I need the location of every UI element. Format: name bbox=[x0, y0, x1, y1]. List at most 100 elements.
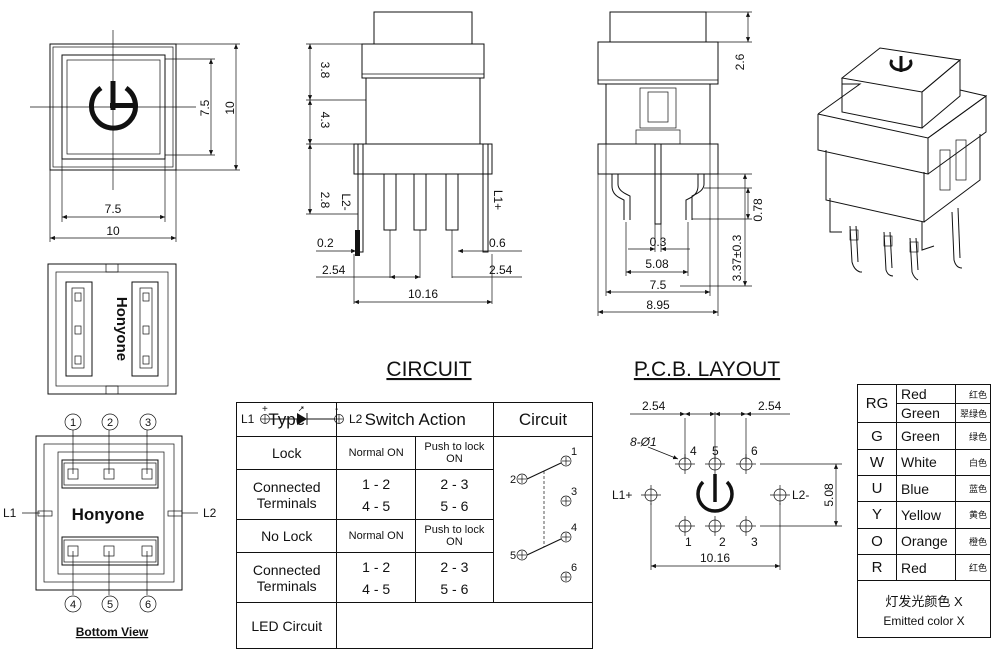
bv-pin-2: 2 bbox=[107, 417, 113, 429]
c1-c: 4 - 5 bbox=[362, 497, 391, 514]
bottom-brand: Honyone bbox=[72, 505, 145, 524]
sch-node-1: 1 bbox=[571, 446, 577, 458]
color-name-4: Blue bbox=[896, 475, 956, 503]
bv-pin-3: 3 bbox=[145, 417, 151, 429]
sch-node-6: 6 bbox=[571, 562, 577, 574]
switch-schematic-svg: 1 2 3 4 5 6 bbox=[510, 446, 577, 583]
front-dim-total-w: 8.95 bbox=[646, 298, 670, 312]
color-code-rg: RG bbox=[857, 383, 897, 424]
bv-pin-5: 5 bbox=[107, 599, 113, 611]
color-name-2: Green bbox=[896, 422, 956, 450]
side-dim-pin-right: 0.6 bbox=[489, 236, 506, 250]
pcb-hole-label: 8-Ø1 bbox=[630, 435, 657, 449]
sch-node-5: 5 bbox=[510, 550, 516, 562]
color-table: RG Red 红色 Green 翠绿色 G Green 绿色 W White 白… bbox=[857, 383, 992, 638]
color-name-0: Red bbox=[896, 383, 956, 405]
connected-1-push: 2 - 3 5 - 6 bbox=[414, 469, 494, 520]
led-schematic-svg: L1 + - L2 bbox=[241, 404, 363, 426]
circuit-title: CIRCUIT bbox=[386, 358, 471, 381]
bottom-view-title: Bottom View bbox=[76, 625, 149, 639]
front-dim-pin-w: 0.3 bbox=[650, 235, 667, 249]
bottom-view: Honyone 1 2 3 4 5 6 L1 L2 Bottom View bbox=[3, 413, 217, 639]
side-dim-pitch-right: 2.54 bbox=[489, 263, 513, 277]
connected-1-normal: 1 - 2 4 - 5 bbox=[336, 469, 416, 520]
color-footer: 灯发光颜色 X Emitted color X bbox=[857, 580, 991, 638]
lock-normal: Normal ON bbox=[336, 435, 416, 471]
color-cn-2: 绿色 bbox=[954, 422, 992, 450]
bv-pin-4: 4 bbox=[70, 599, 76, 611]
side-pin-left-label: L2- bbox=[339, 193, 353, 210]
c1-a: 1 - 2 bbox=[362, 475, 391, 492]
nolock-normal: Normal ON bbox=[336, 518, 416, 554]
front-dim-lead: 0.78 bbox=[751, 198, 765, 222]
pcb-pin-3: 3 bbox=[751, 535, 758, 549]
side-dim-span: 10.16 bbox=[408, 287, 438, 301]
side-dim-body: 4.3 bbox=[318, 112, 332, 129]
c2-d: 5 - 6 bbox=[440, 580, 469, 597]
top-dim-outer-w: 10 bbox=[106, 224, 120, 238]
pcb-dim-left: 2.54 bbox=[642, 399, 666, 413]
underside-brand: Honyone bbox=[113, 297, 130, 361]
lock-push: Push to lock ON bbox=[414, 435, 494, 471]
side-dim-pitch-left: 2.54 bbox=[322, 263, 346, 277]
color-cn-0: 红色 bbox=[954, 383, 992, 405]
top-dim-outer-h: 10 bbox=[223, 101, 237, 115]
pcb-pin-6: 6 bbox=[751, 444, 758, 458]
bv-l1: L1 bbox=[3, 506, 17, 520]
color-name-5: Yellow bbox=[896, 501, 956, 529]
front-view: 2.6 0.78 3.37±0.3 0.3 5.08 7.5 8.95 bbox=[597, 11, 765, 316]
side-dim-pin-left: 0.2 bbox=[317, 236, 334, 250]
pcb-title: P.C.B. LAYOUT bbox=[634, 358, 780, 381]
bv-pin-6: 6 bbox=[145, 599, 151, 611]
connected-2-push: 2 - 3 5 - 6 bbox=[414, 552, 494, 603]
front-dim-pin-pitch: 5.08 bbox=[645, 257, 669, 271]
pcb-l1: L1+ bbox=[612, 488, 632, 502]
c1-b: 2 - 3 bbox=[440, 475, 469, 492]
underside-view: Honyone bbox=[47, 263, 177, 395]
c2-c: 4 - 5 bbox=[362, 580, 391, 597]
color-code-r: R bbox=[857, 553, 897, 582]
side-pin-right-label: L1+ bbox=[491, 190, 505, 210]
color-cn-1: 翠绿色 bbox=[954, 403, 992, 424]
side-view: 3.8 4.3 2.8 L2- L1+ 0.2 0.6 2.54 2.54 10… bbox=[306, 11, 522, 305]
header-circuit: Circuit bbox=[492, 402, 594, 437]
pcb-dim-right: 2.54 bbox=[758, 399, 782, 413]
led-minus: - bbox=[335, 404, 338, 415]
sch-node-3: 3 bbox=[571, 486, 577, 498]
color-cn-5: 黄色 bbox=[954, 501, 992, 529]
top-view: 7.5 10 7.5 10 bbox=[30, 30, 240, 242]
header-switch-action: Switch Action bbox=[336, 402, 494, 437]
top-dim-inner-h: 7.5 bbox=[198, 99, 212, 116]
color-code-g: G bbox=[857, 422, 897, 450]
front-dim-cap: 2.6 bbox=[733, 53, 747, 70]
circuit-table: Type Switch Action Circuit Lock Normal O… bbox=[235, 402, 594, 649]
row-connected-1: Connected Terminals bbox=[235, 469, 338, 520]
side-dim-cap: 3.8 bbox=[318, 62, 332, 79]
row-connected-2: Connected Terminals bbox=[235, 552, 338, 603]
led-plus: + bbox=[262, 404, 268, 415]
row-lock: Lock bbox=[235, 435, 338, 471]
color-footer-cn: 灯发光颜色 X bbox=[885, 593, 963, 609]
sch-node-2: 2 bbox=[510, 474, 516, 486]
bv-pin-1: 1 bbox=[70, 417, 76, 429]
switch-schematic: 1 2 3 4 5 6 bbox=[492, 436, 594, 603]
c2-a: 1 - 2 bbox=[362, 558, 391, 575]
color-cn-3: 白色 bbox=[954, 448, 992, 477]
color-name-7: Red bbox=[896, 553, 956, 582]
side-dim-pin: 2.8 bbox=[318, 192, 332, 209]
c1-d: 5 - 6 bbox=[440, 497, 469, 514]
iso-power-icon bbox=[889, 56, 913, 72]
bv-l2: L2 bbox=[203, 506, 217, 520]
power-icon bbox=[89, 81, 138, 131]
color-cn-4: 蓝色 bbox=[954, 475, 992, 503]
isometric-view bbox=[817, 47, 988, 281]
led-diode-icon bbox=[296, 412, 307, 425]
color-cn-7: 红色 bbox=[954, 553, 992, 582]
pcb-pin-5: 5 bbox=[712, 444, 719, 458]
pcb-dim-height: 5.08 bbox=[822, 483, 836, 507]
pcb-pin-4: 4 bbox=[690, 444, 697, 458]
pcb-dim-span: 10.16 bbox=[700, 551, 730, 565]
led-l2: L2 bbox=[349, 412, 363, 426]
c2-b: 2 - 3 bbox=[440, 558, 469, 575]
sch-node-4: 4 bbox=[571, 522, 577, 534]
